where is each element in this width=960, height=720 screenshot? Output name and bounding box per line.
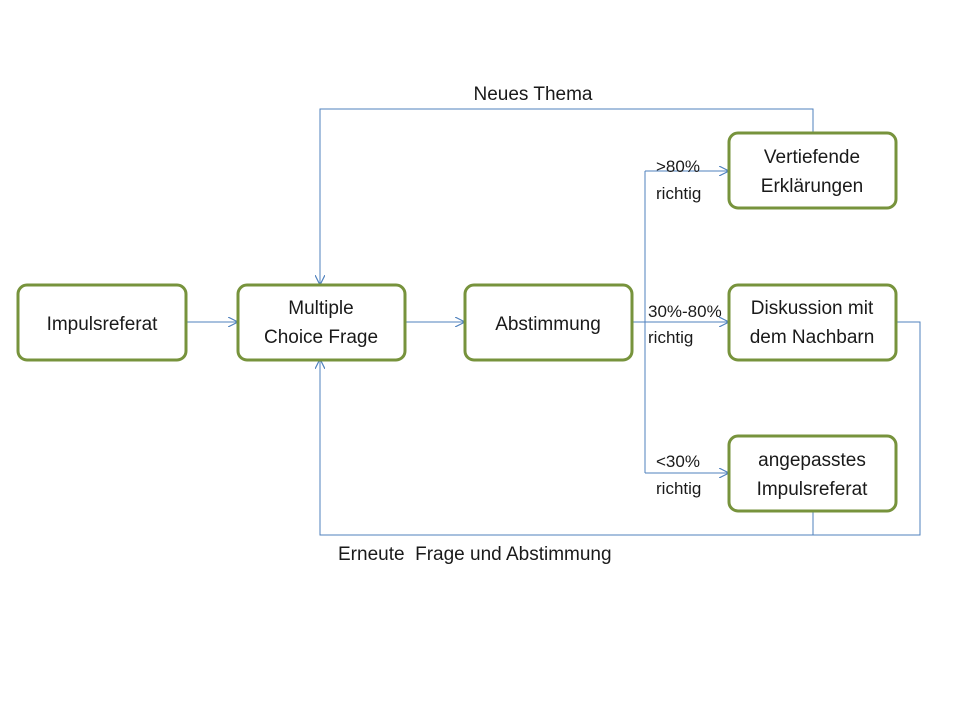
label-mid-threshold: 30%-80% [648,302,722,321]
node-diskussion: Diskussion mit dem Nachbarn [727,283,898,362]
node-abstimmung-label: Abstimmung [495,314,601,335]
node-multiple-choice-question: Multiple Choice Frage [236,283,407,362]
label-low-threshold: <30% [656,452,700,471]
node-angepasstes-impulsreferat: angepasstes Impulsreferat [727,434,898,513]
node-angepasstes-label-1: angepasstes [758,450,866,471]
node-vertiefende-label-2: Erklärungen [761,176,863,197]
node-impulsreferat-label: Impulsreferat [47,314,159,335]
node-multiple-choice-label-1: Multiple [288,298,353,319]
label-new-topic: Neues Thema [474,84,593,105]
node-vertiefende-label-1: Vertiefende [764,147,860,168]
node-abstimmung: Abstimmung [463,283,634,362]
edge-repeat-loop-diskussion [813,321,921,536]
label-repeat: Erneute Frage und Abstimmung [338,544,612,565]
edge-new-topic-loop [320,108,814,284]
node-vertiefende-erklaerungen: Vertiefende Erklärungen [727,131,898,210]
label-mid-richtig: richtig [648,328,693,347]
node-angepasstes-label-2: Impulsreferat [757,479,869,500]
label-high-richtig: richtig [656,184,701,203]
node-diskussion-label-2: dem Nachbarn [750,327,875,348]
node-diskussion-label-1: Diskussion mit [751,298,874,319]
label-low-richtig: richtig [656,479,701,498]
label-high-threshold: >80% [656,157,700,176]
node-multiple-choice-label-2: Choice Frage [264,327,378,348]
node-impulsreferat: Impulsreferat [16,283,188,362]
edge-repeat-loop [320,360,814,536]
